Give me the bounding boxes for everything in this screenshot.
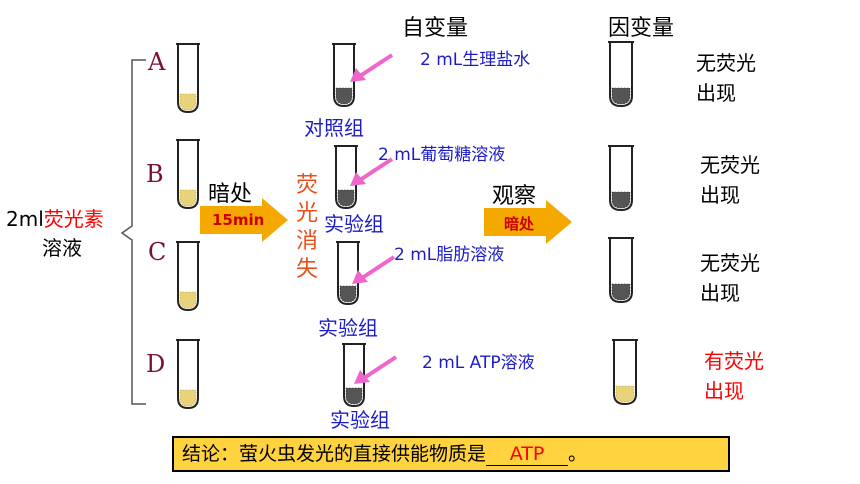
test-tube-b-initial bbox=[176, 139, 200, 210]
reagent-amount: 2ml bbox=[6, 207, 44, 231]
test-tube-d-result bbox=[612, 339, 638, 406]
step1-arrow bbox=[200, 198, 288, 242]
conclusion-answer: ATP bbox=[486, 443, 569, 466]
group-label-d: 实验组 bbox=[330, 408, 390, 432]
reagent-name: 荧光素 bbox=[43, 207, 104, 231]
group-label-b: 实验组 bbox=[324, 212, 384, 236]
add-arrow-a bbox=[350, 53, 394, 82]
add-arrow-c bbox=[352, 255, 396, 284]
step2-arrow-text: 暗处 bbox=[504, 215, 535, 233]
step1-arrow-text: 15min bbox=[212, 211, 265, 229]
group-letter-b: B bbox=[146, 160, 164, 188]
result-c: 无荧光 出现 bbox=[700, 251, 760, 305]
test-tube-a-treated bbox=[332, 43, 356, 108]
test-tube-c-initial bbox=[176, 241, 200, 312]
test-tube-b-treated bbox=[334, 145, 358, 210]
fluorescence-gone-text: 荧 光 消 失 bbox=[296, 173, 319, 282]
result-b: 无荧光 出现 bbox=[700, 153, 760, 207]
add-arrow-b bbox=[350, 157, 394, 186]
test-tube-a-result bbox=[608, 41, 634, 108]
test-tube-b-result bbox=[608, 145, 634, 212]
group-letter-a: A bbox=[148, 48, 166, 76]
added-substance-c: 2 mL脂肪溶液 bbox=[394, 245, 505, 265]
step2-arrow bbox=[484, 200, 572, 244]
reagent-suffix: 溶液 bbox=[42, 236, 82, 260]
result-d: 有荧光 出现 bbox=[704, 349, 764, 403]
group-label-c: 实验组 bbox=[318, 316, 378, 340]
step1-label: 暗处 bbox=[208, 182, 253, 207]
added-substance-d: 2 mL ATP溶液 bbox=[422, 353, 535, 373]
test-tube-a-initial bbox=[176, 43, 200, 114]
conclusion-text: 结论：萤火虫发光的直接供能物质是 bbox=[182, 443, 487, 465]
add-arrow-d bbox=[354, 355, 398, 384]
group-letter-c: C bbox=[148, 238, 167, 266]
left-brace bbox=[120, 59, 146, 405]
step2-label: 观察 bbox=[492, 184, 537, 209]
independent-variable-heading: 自变量 bbox=[402, 16, 469, 41]
added-substance-a: 2 mL生理盐水 bbox=[420, 50, 531, 70]
test-tube-c-result bbox=[608, 237, 634, 304]
result-a: 无荧光 出现 bbox=[696, 51, 756, 105]
conclusion-suffix: 。 bbox=[568, 443, 588, 465]
test-tube-d-treated bbox=[342, 343, 366, 408]
dependent-variable-heading: 因变量 bbox=[608, 16, 675, 41]
test-tube-d-initial bbox=[176, 339, 200, 410]
added-substance-b: 2 mL葡萄糖溶液 bbox=[378, 145, 506, 165]
group-letter-d: D bbox=[146, 350, 166, 378]
reagent-label: 2ml荧光素 bbox=[6, 203, 104, 232]
test-tube-c-treated bbox=[336, 241, 360, 306]
group-label-a: 对照组 bbox=[304, 116, 364, 140]
